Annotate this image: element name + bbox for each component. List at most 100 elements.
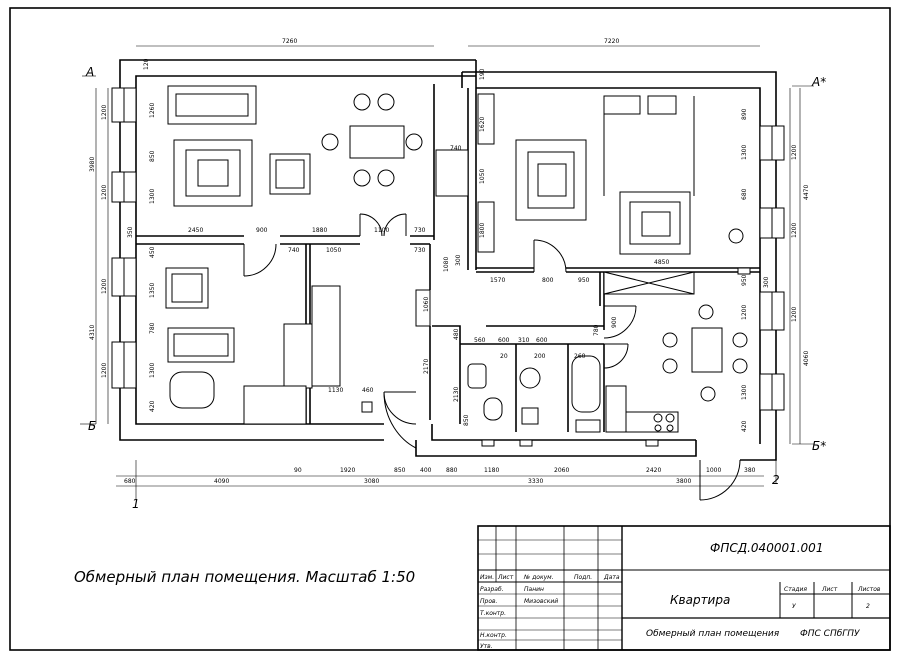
dim-label: 2170	[423, 359, 430, 374]
dim-label: 300	[455, 254, 462, 266]
axis-label-b: Б	[88, 419, 96, 433]
left-dim: 1300	[149, 189, 156, 204]
column-block	[435, 149, 469, 197]
dim-label: 460	[362, 387, 374, 394]
col-sign: Подп.	[574, 574, 592, 581]
dim-label: 900	[256, 227, 268, 234]
sheets-label: Листов	[857, 586, 881, 593]
interior-dims: 2450 900 1880 1100 730 740 1050 730 740 …	[188, 117, 669, 426]
dim-label: 3080	[364, 478, 379, 485]
drawing-code: ФПСД.040001.001	[710, 541, 823, 555]
bottom-dims-row1: 680 4090 90 1920 850 400 880 1180 2060 2…	[124, 467, 756, 485]
dim-label: 380	[744, 467, 756, 474]
dim-label: 2420	[646, 467, 661, 474]
dim-label: 1080	[443, 257, 450, 272]
chairs	[321, 93, 748, 402]
bottom-dims-row2: 3080 3330 3800	[364, 478, 691, 485]
left-dim: 1350	[149, 283, 156, 298]
name-prov: Мизовский	[524, 598, 558, 605]
dim-label: 4850	[654, 259, 669, 266]
windows-left	[111, 87, 137, 389]
dim-label: 1570	[490, 277, 505, 284]
drawing-labels: А А* Б Б* 1 2 7260 7220 120 190 680 4090…	[74, 38, 826, 586]
right-dim: 950	[741, 274, 748, 286]
dim-label: 740	[288, 247, 300, 254]
right-dim: 890	[741, 108, 748, 120]
top-dim-left: 7260	[282, 38, 297, 45]
sheet-frame	[9, 7, 891, 651]
left-dim: 1200	[101, 279, 108, 294]
right-dim: 1200	[791, 223, 798, 238]
left-dim: 1200	[101, 363, 108, 378]
right-dim: 300	[763, 276, 770, 288]
role-nkontr: Н.контр.	[480, 632, 507, 639]
top-small-120: 120	[143, 58, 150, 70]
left-dim: 420	[149, 400, 156, 412]
drawing-caption: Обмерный план помещения. Масштаб 1:50	[74, 568, 415, 586]
right-dim: 680	[741, 188, 748, 200]
right-dim-4470: 4470	[803, 185, 810, 200]
dim-label: 4090	[214, 478, 229, 485]
dim-label: 850	[394, 467, 406, 474]
dim-label: 200	[534, 353, 546, 360]
axis-label-a-star: А*	[811, 75, 826, 89]
dim-label: 3330	[528, 478, 543, 485]
dim-label: 1100	[374, 227, 389, 234]
furniture	[165, 85, 751, 447]
dim-label: 730	[414, 227, 426, 234]
top-dim-right: 7220	[604, 38, 619, 45]
axis-label-a: А	[85, 65, 94, 79]
right-dim: 1300	[741, 145, 748, 160]
dim-label: 310	[518, 337, 530, 344]
dim-label: 1800	[479, 223, 486, 238]
dim-label: 1060	[423, 297, 430, 312]
dim-label: 680	[124, 478, 136, 485]
title-block	[477, 525, 891, 651]
dim-label: 560	[474, 337, 486, 344]
role-prov: Пров.	[480, 598, 498, 605]
corridor-wall-block	[415, 289, 431, 327]
dim-label: 600	[536, 337, 548, 344]
dim-label: 2450	[188, 227, 203, 234]
stage-label: Стадия	[784, 586, 807, 593]
dim-label: 260	[574, 353, 586, 360]
left-dim: 850	[149, 150, 156, 162]
col-date: Дата	[603, 574, 620, 581]
dim-label: 1620	[479, 117, 486, 132]
right-dim: 1300	[741, 385, 748, 400]
dim-label: 900	[611, 316, 618, 328]
col-list: Лист	[497, 574, 514, 581]
dim-label: 20	[500, 353, 508, 360]
dim-label: 600	[498, 337, 510, 344]
dim-label: 1130	[328, 387, 343, 394]
left-dim-3980: 3980	[89, 157, 96, 172]
axis-label-2: 2	[772, 473, 780, 487]
top-small-190: 190	[479, 68, 486, 80]
left-dim: 1200	[101, 185, 108, 200]
dim-label: 1050	[479, 169, 486, 184]
title-block-text: ФПСД.040001.001 Изм. Лист № докум. Подп.…	[480, 541, 881, 650]
col-izm: Изм.	[480, 574, 494, 581]
left-dim: 1260	[149, 103, 156, 118]
dim-label: 740	[450, 145, 462, 152]
dim-label: 1880	[312, 227, 327, 234]
role-razrab: Разраб.	[480, 586, 504, 593]
left-dim: 780	[149, 322, 156, 334]
dim-label: 950	[578, 277, 590, 284]
organization: ФПС СПбГПУ	[800, 629, 860, 639]
dim-label: 1180	[484, 467, 499, 474]
dim-label: 1000	[706, 467, 721, 474]
dim-label: 730	[414, 247, 426, 254]
stage-value: У	[792, 603, 796, 610]
name-razrab: Панин	[524, 586, 544, 593]
axis-label-1: 1	[132, 497, 140, 511]
windows-right	[759, 125, 785, 411]
col-doc: № докум.	[523, 574, 554, 581]
left-dim: 450	[149, 246, 156, 258]
dim-label: 3800	[676, 478, 691, 485]
dimension-lines	[80, 45, 814, 500]
role-tkontr: Т.контр.	[480, 610, 506, 617]
doors	[243, 213, 741, 501]
dim-label: 780	[593, 324, 600, 336]
